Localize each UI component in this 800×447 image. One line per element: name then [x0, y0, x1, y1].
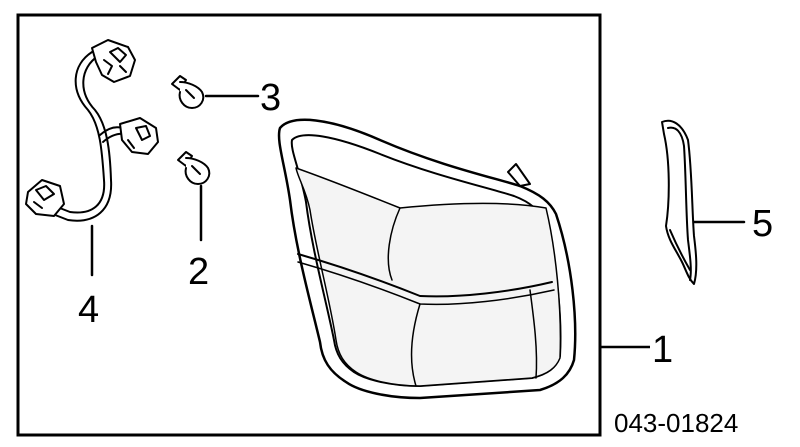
callout-1: 1 [652, 329, 673, 371]
bulb-upper [171, 75, 260, 109]
callout-5: 5 [752, 203, 773, 245]
callout-3: 3 [260, 77, 281, 119]
part-number: 043-01824 [614, 408, 738, 438]
diagram-frame [16, 13, 602, 437]
callout-2: 2 [188, 251, 209, 293]
wiring-harness [25, 39, 159, 277]
callout-4: 4 [78, 289, 99, 331]
bulb-lower [177, 151, 211, 242]
connector-top [91, 39, 136, 83]
tail-lamp-assembly [277, 118, 577, 400]
gasket-strip [661, 119, 746, 285]
